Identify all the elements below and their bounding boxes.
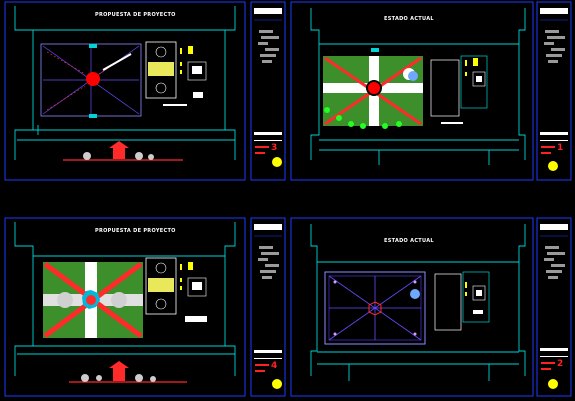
sheet-number: 1 bbox=[557, 143, 563, 153]
legend-marks bbox=[465, 282, 467, 296]
drawing-sheet-existing-bottom: ESTADO ACTUAL bbox=[289, 216, 575, 401]
title-block-frame bbox=[250, 1, 286, 181]
sheet-frame bbox=[4, 217, 246, 397]
plan-drawing: PROPUESTA DE PROYECTO bbox=[4, 217, 286, 397]
plan-drawing: PROPUESTA DE PROYECTO bbox=[4, 1, 286, 181]
elevation-section bbox=[63, 141, 183, 161]
court-fill bbox=[148, 278, 174, 292]
title-block bbox=[254, 8, 282, 167]
adjacent-block bbox=[434, 273, 462, 331]
sheet-frame bbox=[290, 1, 534, 181]
stamp-icon bbox=[272, 379, 282, 389]
plan-drawing: ESTADO ACTUAL bbox=[290, 1, 572, 181]
building-block bbox=[187, 277, 207, 297]
sheet-number: 2 bbox=[557, 359, 563, 369]
sheet-title: PROPUESTA DE PROYECTO bbox=[95, 12, 176, 18]
gate-marker bbox=[89, 114, 97, 118]
building-block bbox=[472, 71, 486, 87]
title-block bbox=[540, 8, 568, 171]
sheet-title: ESTADO ACTUAL bbox=[384, 16, 434, 22]
pond bbox=[410, 289, 420, 299]
stamp-icon bbox=[548, 161, 558, 171]
title-block bbox=[254, 224, 282, 389]
stamp-icon bbox=[272, 157, 282, 167]
gate-marker bbox=[89, 44, 97, 48]
sheet-frame bbox=[290, 217, 534, 397]
fountain-icon bbox=[368, 82, 380, 94]
building-block bbox=[472, 285, 486, 301]
title-block-frame bbox=[250, 217, 286, 397]
title-block-frame bbox=[536, 217, 572, 397]
bench-strip bbox=[102, 53, 132, 71]
sports-court bbox=[145, 41, 177, 99]
building-detail bbox=[192, 66, 202, 74]
street-lines bbox=[310, 8, 526, 165]
sheet-number: 4 bbox=[271, 361, 277, 371]
park-paths-outline bbox=[328, 275, 422, 341]
legend-marks bbox=[465, 58, 478, 76]
elevation-section bbox=[69, 361, 187, 383]
street-lines bbox=[14, 222, 236, 376]
fountain-icon bbox=[86, 72, 100, 86]
legend-marks bbox=[180, 262, 193, 290]
sports-court bbox=[145, 257, 177, 315]
adjacent-block bbox=[430, 59, 460, 117]
stamp-icon bbox=[548, 379, 558, 389]
title-block-frame bbox=[536, 1, 572, 181]
trees bbox=[324, 107, 402, 129]
building-block bbox=[187, 61, 207, 81]
pond bbox=[408, 71, 418, 81]
sheet-frame bbox=[4, 1, 246, 181]
drawing-sheet-proposal-bottom: PROPUESTA DE PROYECTO bbox=[3, 216, 289, 401]
sheet-title: PROPUESTA DE PROYECTO bbox=[95, 228, 176, 234]
drawing-sheet-proposal-top: PROPUESTA DE PROYECTO bbox=[3, 0, 289, 184]
plaza-texture bbox=[57, 292, 127, 308]
plan-drawing: ESTADO ACTUAL bbox=[290, 217, 572, 397]
street-lines bbox=[14, 6, 236, 160]
title-block bbox=[540, 224, 568, 389]
street-lines bbox=[310, 224, 526, 381]
sheet-number: 3 bbox=[271, 143, 277, 153]
court-fill bbox=[148, 62, 174, 76]
fountain-icon bbox=[368, 301, 382, 316]
park-outline bbox=[324, 271, 426, 345]
tree-markers bbox=[333, 280, 417, 336]
legend-marks bbox=[180, 46, 193, 74]
sheet-title: ESTADO ACTUAL bbox=[384, 238, 434, 244]
drawing-sheet-existing-top: ESTADO ACTUAL bbox=[289, 0, 575, 184]
